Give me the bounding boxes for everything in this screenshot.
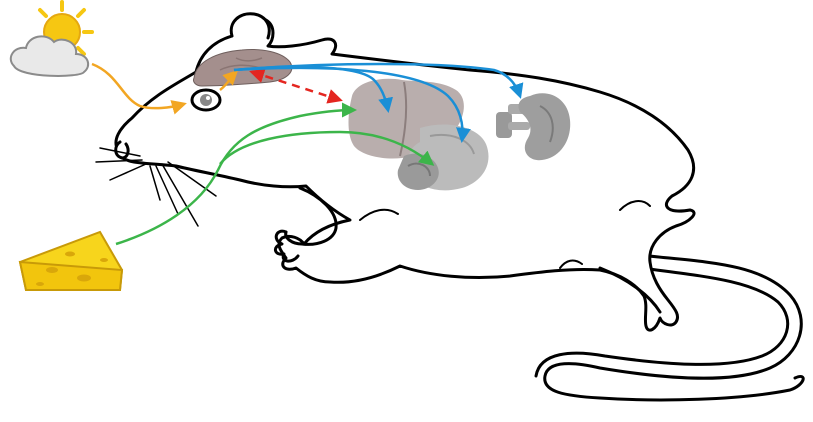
- cheese-icon: [20, 232, 122, 290]
- rat-nose: [116, 142, 128, 158]
- eye-icon: [192, 90, 220, 110]
- sun-behind-cloud-icon: [11, 2, 92, 76]
- rat-tail: [545, 255, 803, 400]
- rat-ear: [231, 14, 269, 38]
